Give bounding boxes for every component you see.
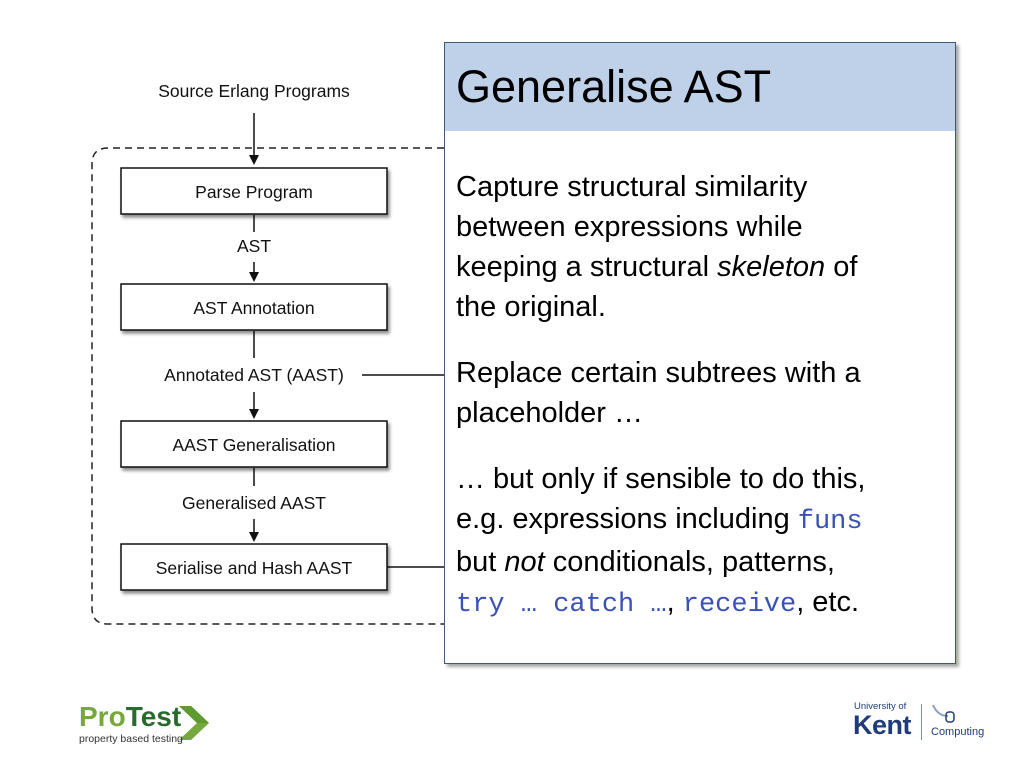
edge-label-annotated-ast: Annotated AST (AAST) bbox=[164, 365, 344, 385]
step-aast-generalisation: AAST Generalisation bbox=[120, 420, 388, 468]
p3-line4-sep: , bbox=[666, 586, 683, 618]
paragraph-replace: Replace certain subtrees with a placehol… bbox=[456, 353, 948, 433]
step-serialise-and-hash: Serialise and Hash AAST bbox=[120, 543, 388, 591]
protest-arrow-icon bbox=[179, 706, 209, 740]
step-label: Parse Program bbox=[195, 182, 313, 202]
p3-line3b: conditionals, patterns, bbox=[544, 546, 835, 578]
protest-wordmark: ProTest bbox=[79, 702, 181, 732]
p2-line2: placeholder … bbox=[456, 397, 643, 429]
p1-line3a: keeping a structural bbox=[456, 251, 718, 283]
dashed-boundary bbox=[91, 147, 444, 625]
protest-logo: ProTest property based testing bbox=[79, 702, 219, 746]
p3-line1: … but only if sensible to do this, bbox=[456, 463, 866, 495]
protest-test: Test bbox=[125, 701, 182, 732]
step-label: Serialise and Hash AAST bbox=[156, 558, 353, 578]
protest-pro: Pro bbox=[79, 701, 126, 732]
code-receive: receive bbox=[682, 590, 797, 620]
card-body: Capture structural similarity between ex… bbox=[456, 167, 948, 651]
p1-line2: between expressions while bbox=[456, 211, 803, 243]
kent-logo: University of Kent Computing bbox=[852, 700, 992, 744]
source-label: Source Erlang Programs bbox=[158, 81, 350, 101]
edge-label-generalised-aast: Generalised AAST bbox=[182, 493, 326, 513]
p1-line3b: of bbox=[825, 251, 858, 283]
kent-university-text: University of bbox=[854, 701, 907, 712]
edge-label-ast: AST bbox=[237, 236, 271, 256]
protest-tagline: property based testing bbox=[79, 733, 183, 745]
p1-line1: Capture structural similarity bbox=[456, 171, 808, 203]
skeleton-emphasis: skeleton bbox=[717, 251, 826, 283]
paragraph-capture: Capture structural similarity between ex… bbox=[456, 167, 948, 327]
p3-line2a: e.g. expressions including bbox=[456, 503, 798, 535]
info-card: Generalise AST Capture structural simila… bbox=[444, 42, 956, 664]
paragraph-only-if: … but only if sensible to do this, e.g. … bbox=[456, 459, 948, 625]
computing-mouse-icon bbox=[932, 704, 955, 723]
code-funs: funs bbox=[797, 507, 863, 537]
code-try-catch: try … catch … bbox=[456, 590, 667, 620]
p2-line1: Replace certain subtrees with a bbox=[456, 357, 861, 389]
step-ast-annotation: AST Annotation bbox=[120, 283, 388, 331]
p1-line4: the original. bbox=[456, 291, 606, 323]
step-label: AAST Generalisation bbox=[172, 435, 335, 455]
p3-line4-end: , etc. bbox=[796, 586, 860, 618]
kent-wordmark: Kent bbox=[853, 710, 912, 740]
kent-divider bbox=[921, 704, 922, 740]
card-title: Generalise AST bbox=[456, 61, 772, 112]
not-emphasis: not bbox=[504, 546, 545, 578]
p3-line3a: but bbox=[456, 546, 505, 578]
step-label: AST Annotation bbox=[193, 298, 314, 318]
card-header: Generalise AST bbox=[445, 43, 955, 131]
step-parse-program: Parse Program bbox=[120, 167, 388, 215]
kent-department: Computing bbox=[931, 726, 985, 738]
